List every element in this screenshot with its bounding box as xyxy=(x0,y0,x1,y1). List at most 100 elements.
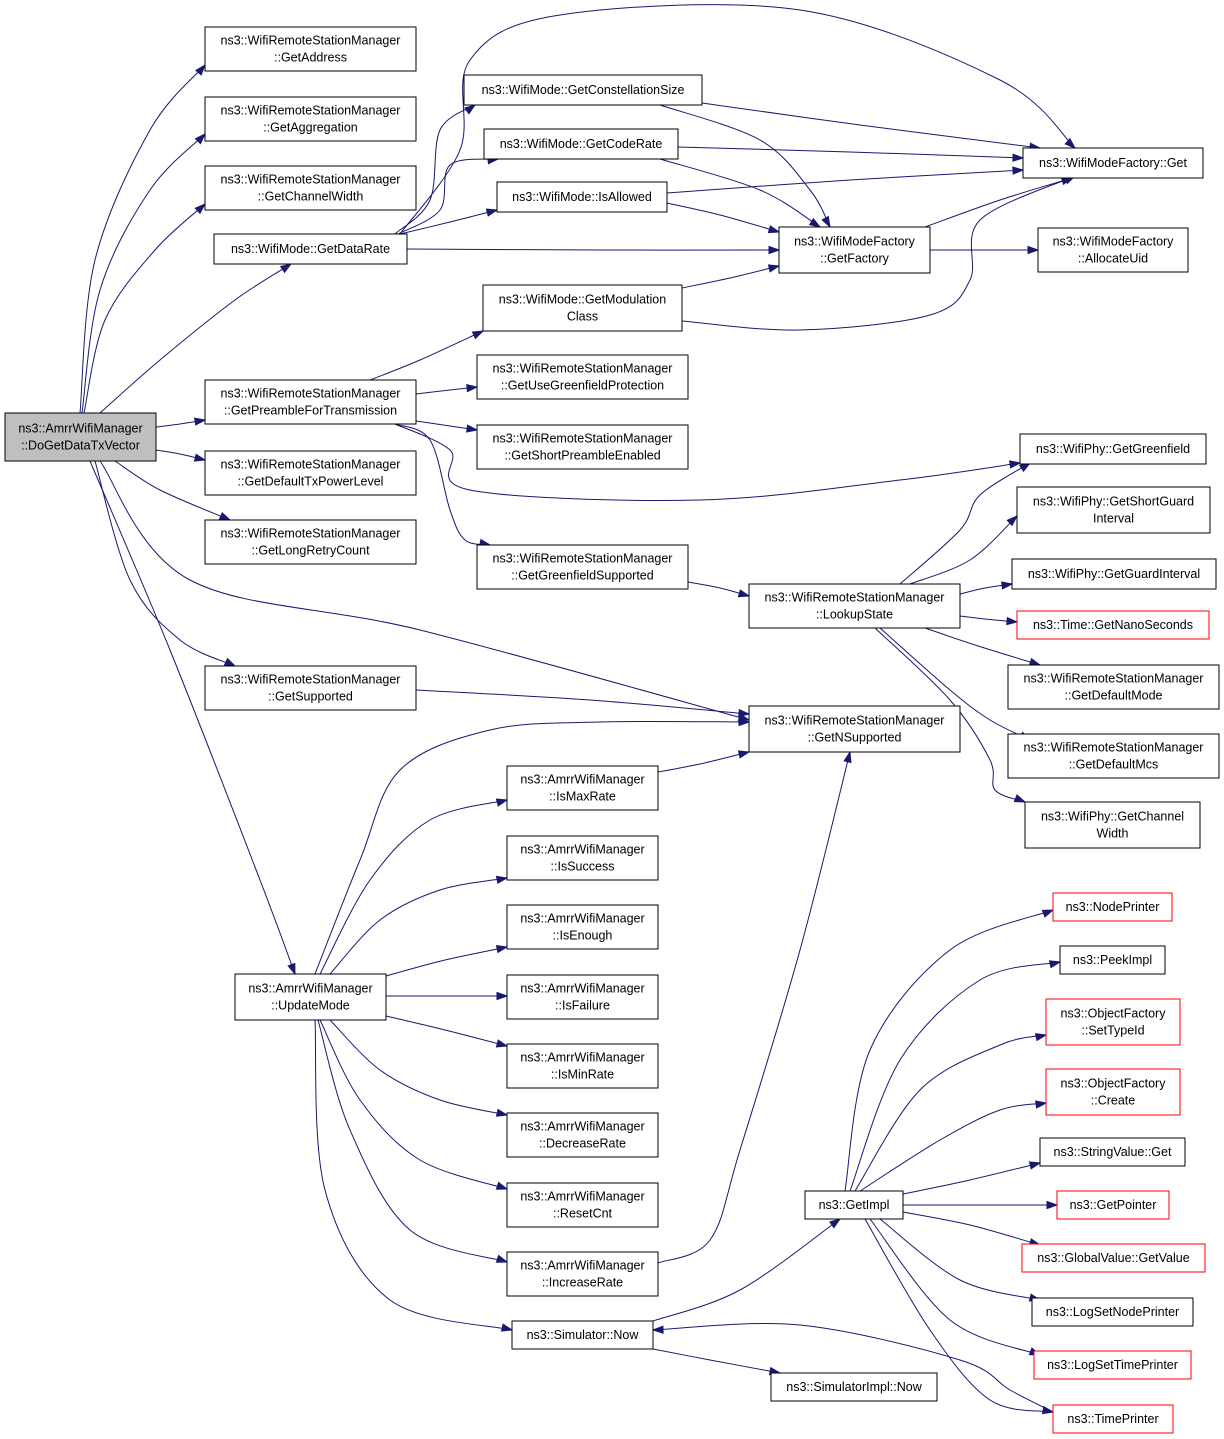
node-box-getGreenfield[interactable] xyxy=(1019,433,1207,465)
node-box-root[interactable] xyxy=(4,412,157,462)
node-box-isAllowed[interactable] xyxy=(496,181,668,213)
node-box-isSuccess[interactable] xyxy=(506,835,659,881)
node-objCreate[interactable]: ns3::ObjectFactory::Create xyxy=(1045,1068,1181,1116)
node-box-getFactory[interactable] xyxy=(778,226,931,274)
node-box-getChannelWidth[interactable] xyxy=(204,165,417,211)
node-increaseRate[interactable]: ns3::AmrrWifiManager::IncreaseRate xyxy=(506,1251,659,1297)
node-simNow[interactable]: ns3::Simulator::Now xyxy=(511,1320,654,1350)
node-box-timePrinter[interactable] xyxy=(1052,1404,1174,1434)
node-box-getLongRetry[interactable] xyxy=(204,519,417,565)
node-box-getImpl[interactable] xyxy=(804,1190,904,1220)
node-getDefaultMode[interactable]: ns3::WifiRemoteStationManager::GetDefaul… xyxy=(1007,664,1220,710)
node-box-decreaseRate[interactable] xyxy=(506,1112,659,1158)
node-setTypeId[interactable]: ns3::ObjectFactory::SetTypeId xyxy=(1045,998,1181,1046)
node-getChannelWidth[interactable]: ns3::WifiRemoteStationManager::GetChanne… xyxy=(204,165,417,211)
node-box-getConstellation[interactable] xyxy=(463,74,703,106)
node-getCodeRate[interactable]: ns3::WifiMode::GetCodeRate xyxy=(483,128,679,160)
node-box-getChannelWidthPhy[interactable] xyxy=(1024,801,1201,849)
node-box-getUseGreenfield[interactable] xyxy=(476,354,689,400)
node-getSupported[interactable]: ns3::WifiRemoteStationManager::GetSuppor… xyxy=(204,665,417,711)
node-box-lookupState[interactable] xyxy=(748,583,961,629)
node-isEnough[interactable]: ns3::AmrrWifiManager::IsEnough xyxy=(506,904,659,950)
node-getDefaultTxPower[interactable]: ns3::WifiRemoteStationManager::GetDefaul… xyxy=(204,450,417,496)
node-box-getShortGuard[interactable] xyxy=(1016,486,1211,534)
node-box-globalGetValue[interactable] xyxy=(1021,1243,1206,1273)
node-box-getAddress[interactable] xyxy=(204,26,417,72)
node-globalGetValue[interactable]: ns3::GlobalValue::GetValue xyxy=(1021,1243,1206,1273)
node-factoryGet[interactable]: ns3::WifiModeFactory::Get xyxy=(1022,147,1204,179)
node-logSetTimePrinter[interactable]: ns3::LogSetTimePrinter xyxy=(1033,1350,1192,1380)
node-logSetNodePrinter[interactable]: ns3::LogSetNodePrinter xyxy=(1031,1297,1194,1327)
node-box-isFailure[interactable] xyxy=(506,974,659,1020)
node-isMinRate[interactable]: ns3::AmrrWifiManager::IsMinRate xyxy=(506,1043,659,1089)
node-box-logSetNodePrinter[interactable] xyxy=(1031,1297,1194,1327)
node-allocateUid[interactable]: ns3::WifiModeFactory::AllocateUid xyxy=(1037,227,1189,273)
node-box-simNow[interactable] xyxy=(511,1320,654,1350)
node-getGreenfieldSupported[interactable]: ns3::WifiRemoteStationManager::GetGreenf… xyxy=(476,544,689,590)
node-root[interactable]: ns3::AmrrWifiManager::DoGetDataTxVector xyxy=(4,412,157,462)
node-getGuardInterval[interactable]: ns3::WifiPhy::GetGuardInterval xyxy=(1011,558,1217,590)
node-box-isEnough[interactable] xyxy=(506,904,659,950)
node-box-getNSupported[interactable] xyxy=(748,705,961,753)
node-getPointer[interactable]: ns3::GetPointer xyxy=(1056,1190,1170,1220)
node-getLongRetry[interactable]: ns3::WifiRemoteStationManager::GetLongRe… xyxy=(204,519,417,565)
node-box-getDefaultMcs[interactable] xyxy=(1007,733,1220,779)
node-getFactory[interactable]: ns3::WifiModeFactory::GetFactory xyxy=(778,226,931,274)
node-getDataRate[interactable]: ns3::WifiMode::GetDataRate xyxy=(213,233,408,265)
node-getUseGreenfield[interactable]: ns3::WifiRemoteStationManager::GetUseGre… xyxy=(476,354,689,400)
node-box-updateMode[interactable] xyxy=(234,973,387,1021)
node-getConstellation[interactable]: ns3::WifiMode::GetConstellationSize xyxy=(463,74,703,106)
node-box-allocateUid[interactable] xyxy=(1037,227,1189,273)
node-getImpl[interactable]: ns3::GetImpl xyxy=(804,1190,904,1220)
node-getAddress[interactable]: ns3::WifiRemoteStationManager::GetAddres… xyxy=(204,26,417,72)
node-box-getDefaultMode[interactable] xyxy=(1007,664,1220,710)
node-box-isMaxRate[interactable] xyxy=(506,765,659,811)
node-resetCnt[interactable]: ns3::AmrrWifiManager::ResetCnt xyxy=(506,1182,659,1228)
node-decreaseRate[interactable]: ns3::AmrrWifiManager::DecreaseRate xyxy=(506,1112,659,1158)
node-box-getAggregation[interactable] xyxy=(204,96,417,142)
node-box-getPreamble[interactable] xyxy=(204,379,417,425)
node-box-getShortPreamble[interactable] xyxy=(476,424,689,470)
node-box-increaseRate[interactable] xyxy=(506,1251,659,1297)
node-box-getCodeRate[interactable] xyxy=(483,128,679,160)
node-box-peekImpl[interactable] xyxy=(1059,945,1166,975)
node-nodePrinter[interactable]: ns3::NodePrinter xyxy=(1052,892,1173,922)
node-box-setTypeId[interactable] xyxy=(1045,998,1181,1046)
node-box-getDataRate[interactable] xyxy=(213,233,408,265)
node-getDefaultMcs[interactable]: ns3::WifiRemoteStationManager::GetDefaul… xyxy=(1007,733,1220,779)
node-updateMode[interactable]: ns3::AmrrWifiManager::UpdateMode xyxy=(234,973,387,1021)
node-lookupState[interactable]: ns3::WifiRemoteStationManager::LookupSta… xyxy=(748,583,961,629)
node-box-resetCnt[interactable] xyxy=(506,1182,659,1228)
node-box-getSupported[interactable] xyxy=(204,665,417,711)
node-getShortPreamble[interactable]: ns3::WifiRemoteStationManager::GetShortP… xyxy=(476,424,689,470)
node-box-isMinRate[interactable] xyxy=(506,1043,659,1089)
node-box-getPointer[interactable] xyxy=(1056,1190,1170,1220)
node-box-getModulation[interactable] xyxy=(482,284,683,332)
node-isSuccess[interactable]: ns3::AmrrWifiManager::IsSuccess xyxy=(506,835,659,881)
node-box-stringGet[interactable] xyxy=(1039,1137,1186,1167)
node-box-factoryGet[interactable] xyxy=(1022,147,1204,179)
node-getGreenfield[interactable]: ns3::WifiPhy::GetGreenfield xyxy=(1019,433,1207,465)
node-box-nodePrinter[interactable] xyxy=(1052,892,1173,922)
node-stringGet[interactable]: ns3::StringValue::Get xyxy=(1039,1137,1186,1167)
node-box-getGuardInterval[interactable] xyxy=(1011,558,1217,590)
node-box-getNanoSeconds[interactable] xyxy=(1016,610,1210,640)
node-box-simImplNow[interactable] xyxy=(770,1372,938,1402)
node-peekImpl[interactable]: ns3::PeekImpl xyxy=(1059,945,1166,975)
node-getChannelWidthPhy[interactable]: ns3::WifiPhy::GetChannelWidth xyxy=(1024,801,1201,849)
node-getAggregation[interactable]: ns3::WifiRemoteStationManager::GetAggreg… xyxy=(204,96,417,142)
node-simImplNow[interactable]: ns3::SimulatorImpl::Now xyxy=(770,1372,938,1402)
node-box-getGreenfieldSupported[interactable] xyxy=(476,544,689,590)
node-box-getDefaultTxPower[interactable] xyxy=(204,450,417,496)
node-isAllowed[interactable]: ns3::WifiMode::IsAllowed xyxy=(496,181,668,213)
node-getPreamble[interactable]: ns3::WifiRemoteStationManager::GetPreamb… xyxy=(204,379,417,425)
node-isFailure[interactable]: ns3::AmrrWifiManager::IsFailure xyxy=(506,974,659,1020)
node-getNanoSeconds[interactable]: ns3::Time::GetNanoSeconds xyxy=(1016,610,1210,640)
node-box-logSetTimePrinter[interactable] xyxy=(1033,1350,1192,1380)
node-isMaxRate[interactable]: ns3::AmrrWifiManager::IsMaxRate xyxy=(506,765,659,811)
node-getNSupported[interactable]: ns3::WifiRemoteStationManager::GetNSuppo… xyxy=(748,705,961,753)
node-timePrinter[interactable]: ns3::TimePrinter xyxy=(1052,1404,1174,1434)
node-box-objCreate[interactable] xyxy=(1045,1068,1181,1116)
